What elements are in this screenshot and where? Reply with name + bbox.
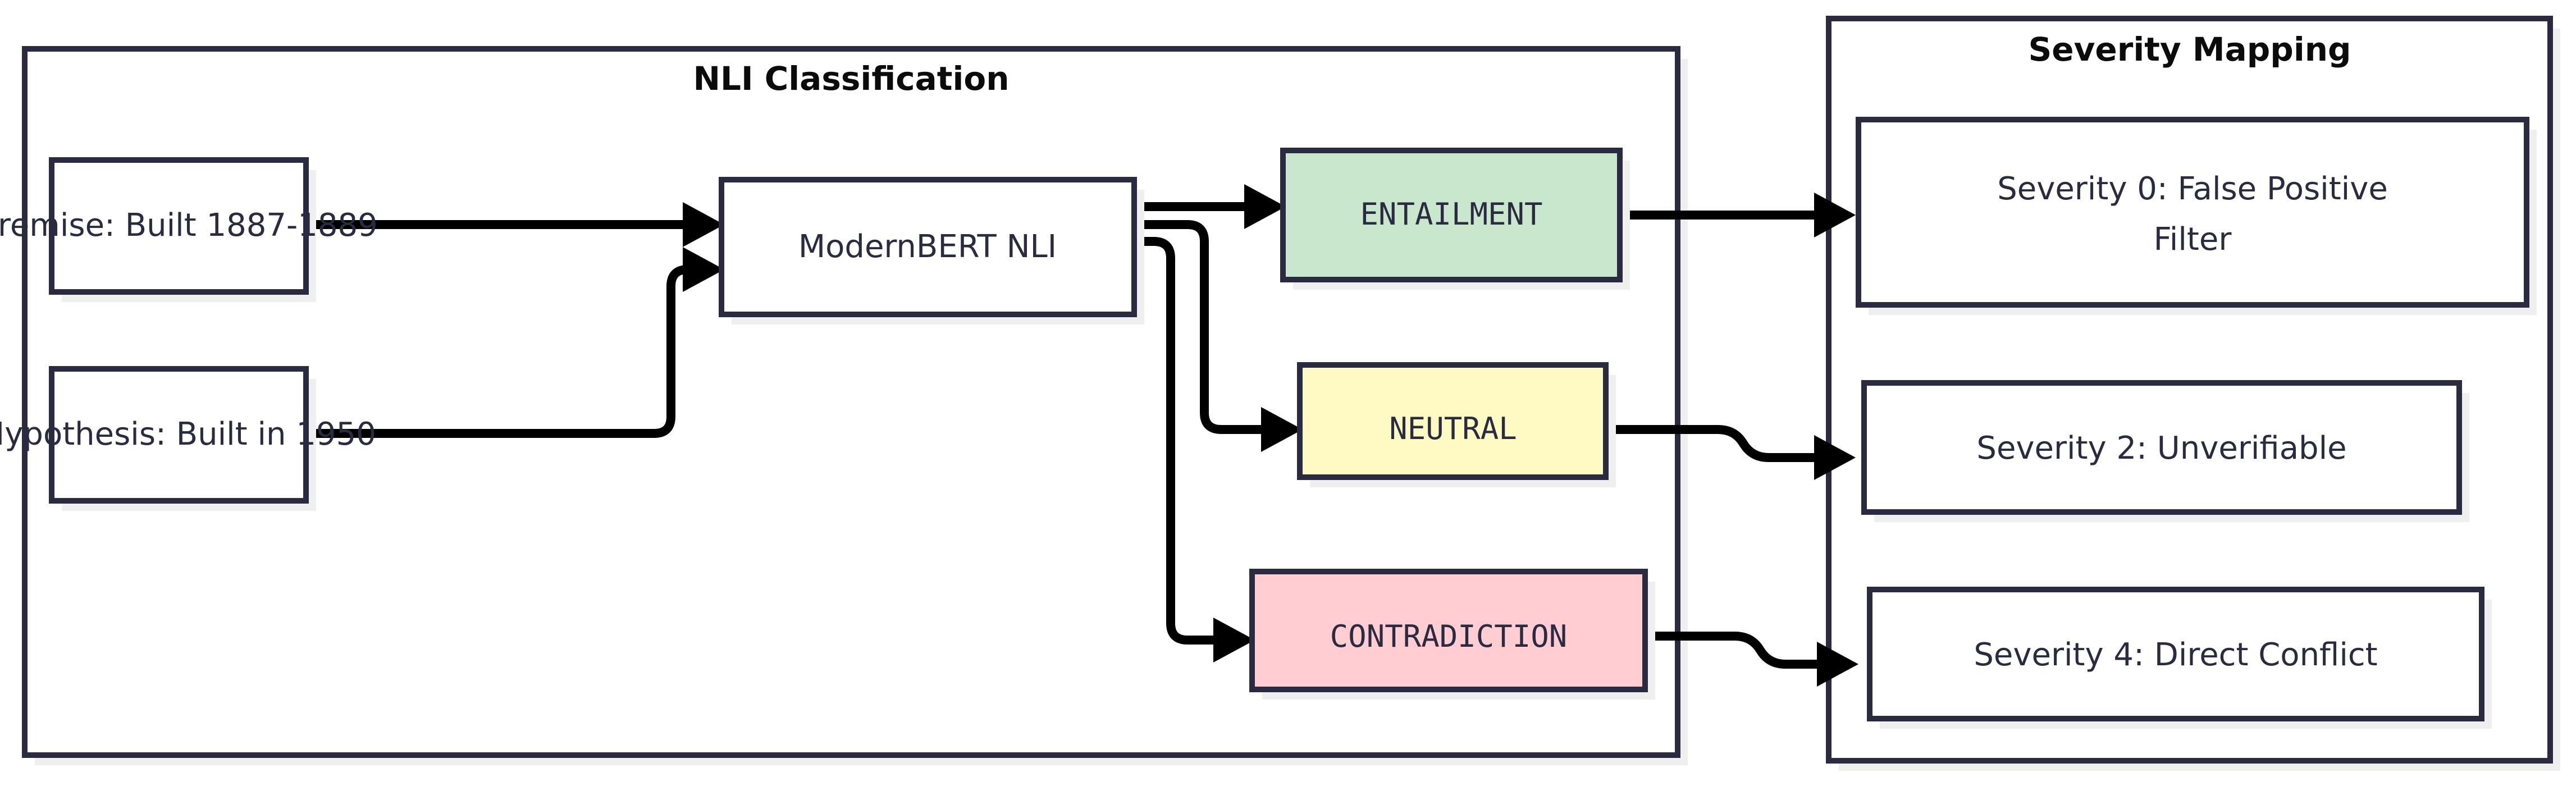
node-severity-2-label: Severity 2: Unverifiable — [1976, 430, 2346, 467]
node-severity-2[interactable]: Severity 2: Unverifiable — [1861, 380, 2469, 522]
edge-premise-to-model — [308, 202, 724, 247]
node-severity-4[interactable]: Severity 4: Direct Conflict — [1867, 587, 2492, 729]
edge-model-to-neutral — [1134, 220, 1303, 452]
node-severity-0-label-line1: Severity 0: False Positive — [1997, 171, 2388, 207]
edge-contradiction-to-sev4 — [1646, 632, 1858, 687]
node-severity-0[interactable]: Severity 0: False Positive Filter — [1856, 117, 2537, 315]
edge-entailment-to-sev0 — [1620, 193, 1856, 237]
node-severity-4-label: Severity 4: Direct Conflict — [1974, 637, 2377, 673]
group-severity-title: Severity Mapping — [2028, 30, 2351, 68]
node-contradiction[interactable]: CONTRADICTION — [1249, 569, 1655, 700]
edge-neutral-to-sev2 — [1616, 425, 1856, 480]
node-hypothesis-label: Hypothesis: Built in 1950 — [0, 416, 376, 453]
node-entailment[interactable]: ENTAILMENT — [1280, 148, 1630, 290]
node-modernbert-nli[interactable]: ModernBERT NLI — [719, 177, 1144, 325]
node-neutral-label: NEUTRAL — [1389, 411, 1517, 446]
group-nli-title: NLI Classification — [693, 60, 1009, 98]
node-neutral[interactable]: NEUTRAL — [1297, 362, 1616, 487]
edge-model-to-entailment — [1134, 184, 1286, 229]
node-hypothesis[interactable]: Hypothesis: Built in 1950 — [0, 366, 376, 511]
node-severity-0-label-line2: Filter — [2154, 221, 2232, 258]
node-entailment-label: ENTAILMENT — [1360, 196, 1542, 232]
node-contradiction-label: CONTRADICTION — [1330, 619, 1568, 654]
node-premise-label: Premise: Built 1887-1889 — [0, 207, 378, 244]
edge-hypothesis-to-model — [308, 247, 724, 438]
node-premise[interactable]: Premise: Built 1887-1889 — [0, 157, 378, 302]
node-modernbert-label: ModernBERT NLI — [798, 229, 1057, 265]
edge-model-to-contradiction — [1134, 237, 1255, 662]
